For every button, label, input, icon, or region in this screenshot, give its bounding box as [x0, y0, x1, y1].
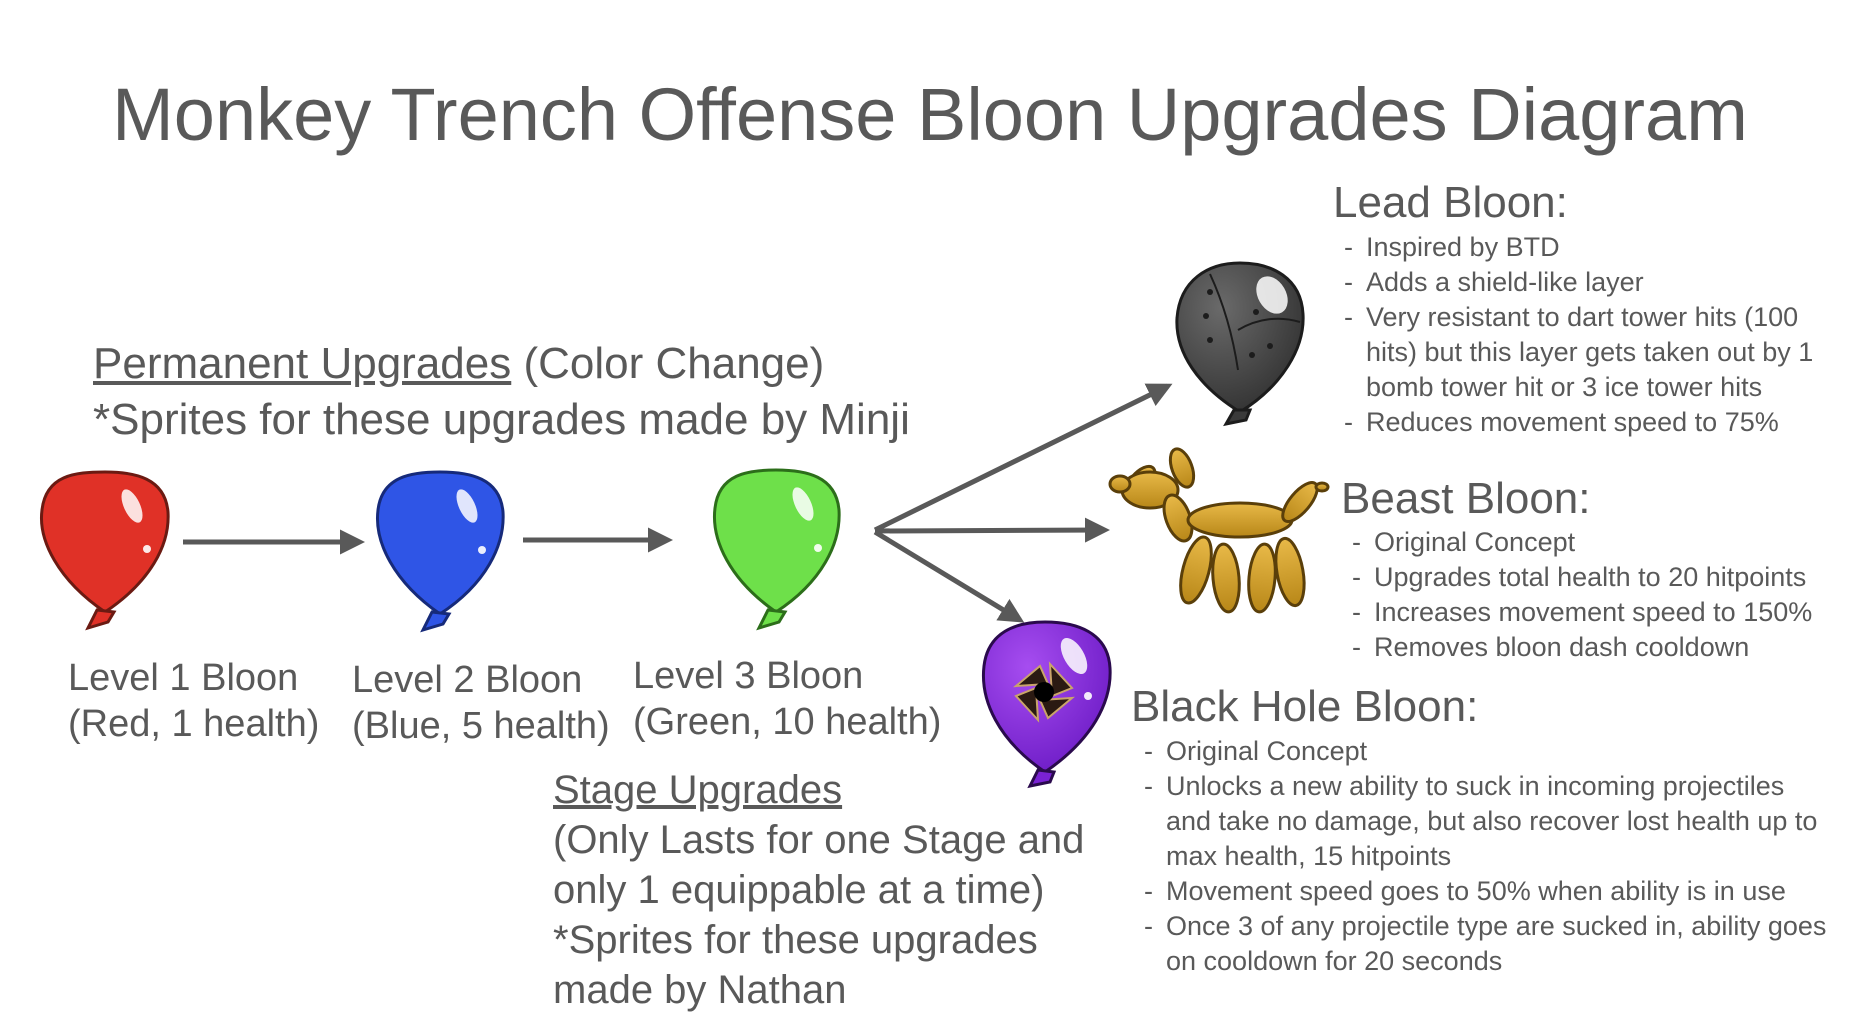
lead-bloon-title: Lead Bloon: [1333, 178, 1568, 227]
black-hole-bloon-sprite [981, 620, 1112, 789]
level-3-detail: (Green, 10 health) [633, 701, 942, 743]
permanent-upgrades-credit: *Sprites for these upgrades made by Minj… [93, 395, 910, 444]
black-hole-bloon-bullet: Original Concept [1140, 734, 1830, 769]
beast-bloon-sprite [1108, 447, 1330, 614]
beast-bloon-bullet: Removes bloon dash cooldown [1348, 630, 1858, 665]
black-hole-bloon-bullet: Movement speed goes to 50% when ability … [1140, 874, 1830, 909]
arrow-to-lead-bloon [873, 383, 1173, 533]
level-1-caption: Level 1 Bloon (Red, 1 health) [68, 655, 319, 747]
lead-bloon-bullet: Inspired by BTD [1340, 230, 1850, 265]
stage-upgrades-line-3: *Sprites for these upgrades [553, 918, 1038, 962]
black-hole-bloon-list: Original Concept Unlocks a new ability t… [1140, 734, 1830, 979]
stage-upgrades-heading: Stage Upgrades [553, 768, 843, 812]
beast-bloon-bullet: Upgrades total health to 20 hitpoints [1348, 560, 1858, 595]
stage-upgrades-block: Stage Upgrades (Only Lasts for one Stage… [553, 765, 1084, 1015]
beast-bloon-title: Beast Bloon: [1341, 474, 1591, 523]
black-hole-bloon-title: Black Hole Bloon: [1131, 682, 1479, 731]
stage-upgrades-line-4: made by Nathan [553, 968, 847, 1012]
beast-bloon-bullet: Original Concept [1348, 525, 1858, 560]
level-3-name: Level 3 Bloon [633, 655, 864, 697]
level-2-detail: (Blue, 5 health) [352, 705, 610, 747]
level-1-balloon [40, 470, 170, 631]
lead-bloon-bullet: Very resistant to dart tower hits (100 h… [1340, 300, 1850, 405]
arrow-to-beast-bloon [874, 517, 1110, 543]
permanent-upgrades-heading: Permanent Upgrades [93, 339, 512, 388]
stage-upgrades-line-1: (Only Lasts for one Stage and [553, 818, 1085, 862]
permanent-upgrades-block: Permanent Upgrades (Color Change) *Sprit… [93, 336, 910, 448]
level-1-detail: (Red, 1 health) [68, 703, 320, 745]
lead-bloon-list: Inspired by BTD Adds a shield-like layer… [1340, 230, 1850, 440]
level-3-caption: Level 3 Bloon (Green, 10 health) [633, 653, 941, 745]
diagram-title: Monkey Trench Offense Bloon Upgrades Dia… [112, 73, 1748, 156]
level-3-balloon [712, 468, 841, 631]
level-2-balloon [376, 470, 505, 633]
level-2-name: Level 2 Bloon [352, 659, 583, 701]
black-hole-bloon-bullet: Unlocks a new ability to suck in incomin… [1140, 769, 1830, 874]
arrow-to-black-hole-bloon [873, 529, 1025, 623]
level-2-caption: Level 2 Bloon (Blue, 5 health) [352, 657, 610, 749]
black-hole-bloon-bullet: Once 3 of any projectile type are sucked… [1140, 909, 1830, 979]
beast-bloon-bullet: Increases movement speed to 150% [1348, 595, 1858, 630]
level-1-name: Level 1 Bloon [68, 657, 299, 699]
beast-bloon-list: Original Concept Upgrades total health t… [1348, 525, 1858, 665]
lead-bloon-sprite [1175, 261, 1305, 427]
lead-bloon-bullet: Reduces movement speed to 75% [1340, 405, 1850, 440]
lead-bloon-bullet: Adds a shield-like layer [1340, 265, 1850, 300]
permanent-upgrades-suffix: (Color Change) [511, 339, 825, 388]
stage-upgrades-line-2: only 1 equippable at a time) [553, 868, 1045, 912]
